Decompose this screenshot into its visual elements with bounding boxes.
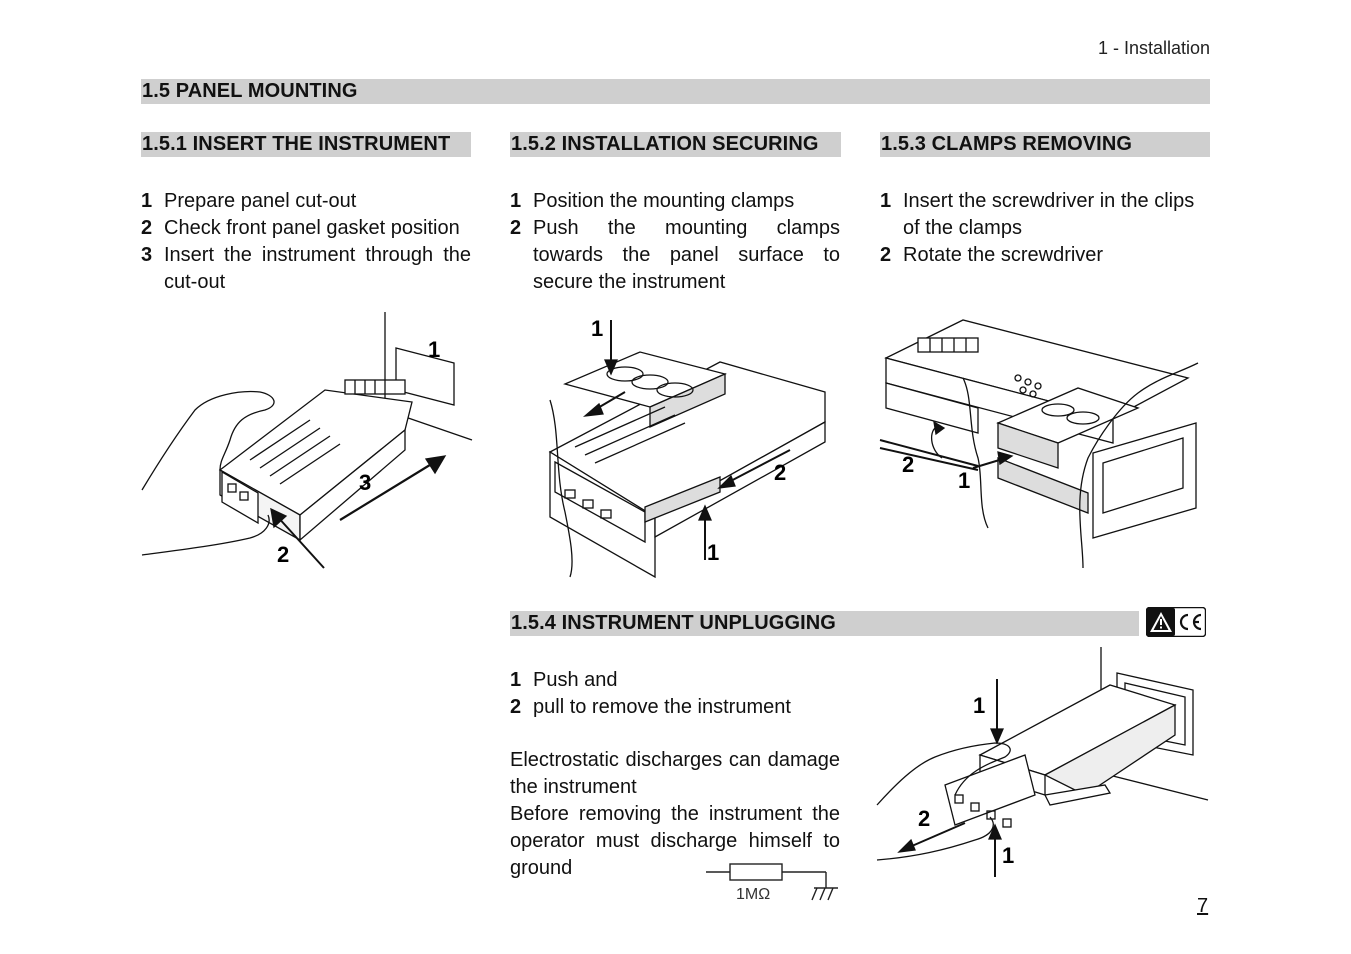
subsection-3-title: 1.5.3 CLAMPS REMOVING [880, 132, 1210, 157]
figure-instrument-unplugging: 1 2 1 [875, 645, 1210, 885]
figure-installation-securing: 1 2 1 [545, 312, 830, 582]
resistor-ground-symbol [706, 858, 841, 908]
resistor-label: 1MΩ [736, 886, 771, 903]
figure-label: 1 [958, 468, 970, 493]
figure-label: 2 [774, 460, 786, 485]
figure-label: 1 [428, 337, 440, 362]
ce-mark-icon [1179, 613, 1202, 631]
esd-grounding-text: Before removing the instrument the opera… [510, 803, 840, 879]
chapter-header: 1 - Installation [1097, 38, 1210, 58]
esd-warning-text: Electrostatic discharges can damage the … [510, 749, 840, 798]
page-number: 7 [1197, 895, 1209, 917]
figure-label: 1 [591, 316, 603, 341]
figure-label: 2 [277, 542, 289, 567]
figure-insert-instrument: 1 3 2 [140, 310, 475, 575]
warning-triangle-icon [1147, 608, 1175, 636]
subsection-1-title: 1.5.1 INSERT THE INSTRUMENT [141, 132, 471, 157]
figure-clamps-removing: 2 1 [878, 318, 1208, 578]
figure-label: 1 [973, 693, 985, 718]
ce-warning-mark [1145, 606, 1207, 638]
figure-label: 3 [359, 470, 371, 495]
subsection-4-title: 1.5.4 INSTRUMENT UNPLUGGING [510, 611, 1139, 636]
figure-label: 2 [918, 806, 930, 831]
figure-label: 2 [902, 452, 914, 477]
figure-label: 1 [707, 540, 719, 565]
subsection-2-title: 1.5.2 INSTALLATION SECURING [510, 132, 841, 157]
section-title-bar: 1.5 PANEL MOUNTING [141, 79, 1210, 104]
figure-label: 1 [1002, 843, 1014, 868]
